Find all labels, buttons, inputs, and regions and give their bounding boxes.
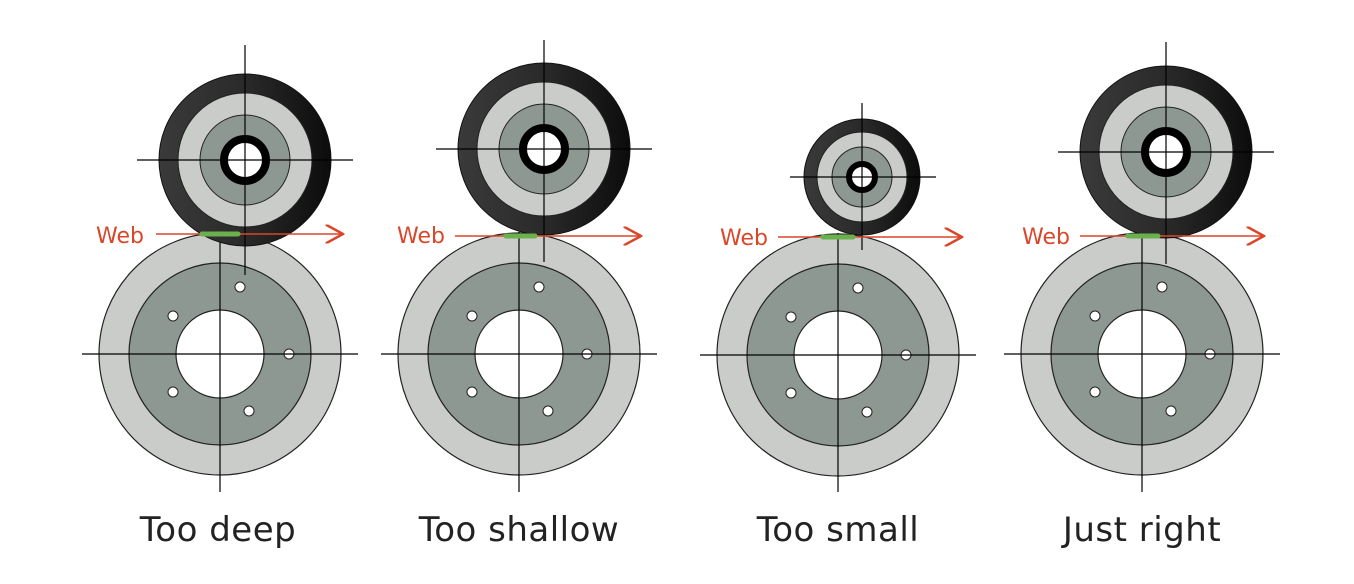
drum (700, 233, 976, 492)
panel-caption: Just right (1061, 510, 1221, 550)
panel-caption: Too shallow (418, 510, 620, 550)
roll-crosshair (1058, 42, 1274, 264)
drum-crosshair (1004, 232, 1280, 492)
bolt-holes (785, 282, 912, 418)
bolt-holes (167, 281, 295, 417)
roll-crosshair (436, 40, 652, 262)
web-label: Web (96, 224, 144, 249)
web-label: Web (397, 224, 445, 249)
panel-too-shallow: Web Too shallow (381, 40, 657, 550)
bolt-holes (1089, 281, 1216, 417)
panel-too-deep: Web Too deep (82, 45, 358, 550)
web: Web (397, 224, 641, 249)
drum-crosshair (700, 233, 976, 492)
roll-crosshair (137, 45, 353, 275)
panel-too-small: Web Too small (700, 103, 976, 550)
drum-crosshair (82, 232, 358, 492)
roll (436, 40, 652, 262)
roll-crosshair (790, 103, 936, 250)
roll (1058, 42, 1274, 264)
drum (1004, 232, 1280, 492)
drum (381, 232, 657, 492)
panel-caption: Too deep (139, 510, 296, 550)
panel-caption: Too small (756, 510, 919, 550)
drum (82, 232, 358, 492)
web: Web (1022, 225, 1264, 250)
panel-just-right: Web Just right (1004, 42, 1280, 550)
web-label: Web (720, 226, 768, 251)
roll (137, 45, 353, 275)
drum-crosshair (381, 232, 657, 492)
web-label: Web (1022, 225, 1070, 250)
roll (790, 103, 936, 250)
web: Web (720, 226, 962, 251)
web: Web (96, 224, 343, 249)
